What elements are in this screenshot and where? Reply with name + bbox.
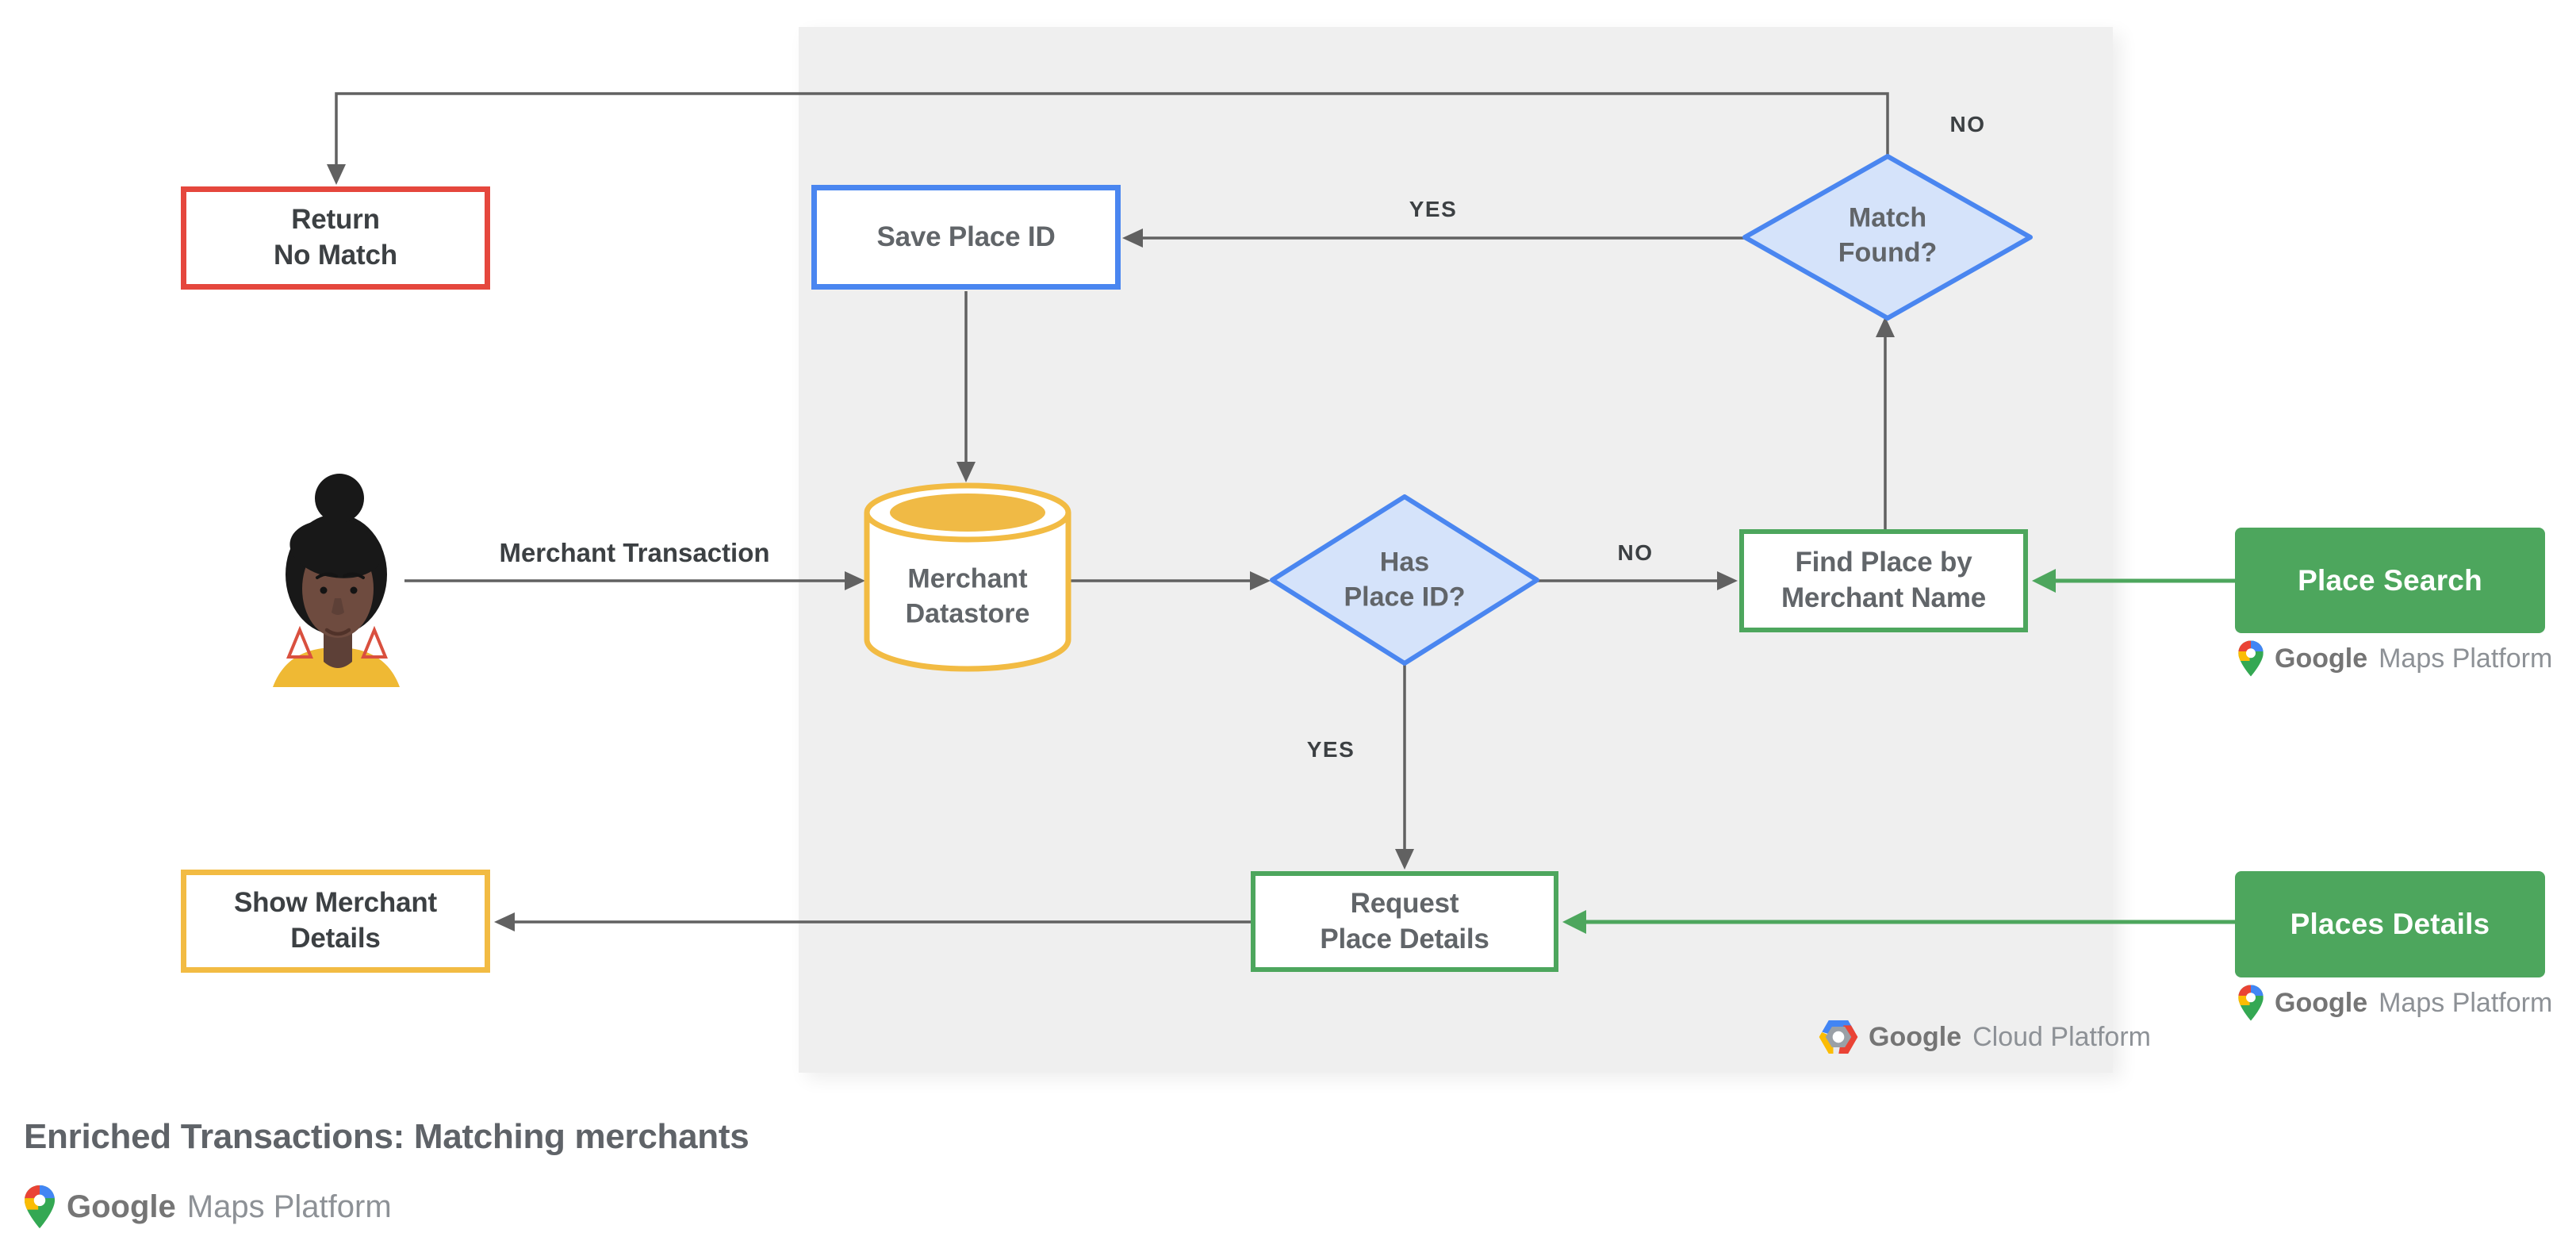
maps-pin-icon — [2238, 985, 2264, 1021]
avatar-hair-bun — [315, 474, 364, 523]
gmp-product-text: Maps Platform — [186, 1189, 392, 1224]
gcp-brand-text: Google — [1869, 1021, 1962, 1052]
edge-label-yes-mid: YES — [1306, 737, 1355, 762]
gcp-lockup: Google Cloud Platform — [1818, 1019, 2151, 1055]
node-save-place-id-label: Save Place ID — [876, 221, 1056, 252]
node-return-no-match: Return No Match — [181, 186, 490, 290]
gmp-product-text: Maps Platform — [2379, 987, 2553, 1018]
node-save-place-id: Save Place ID — [811, 185, 1121, 290]
cloud-platform-hexagon-icon — [1819, 1020, 1858, 1054]
node-match-found-label: Match Found? — [1838, 202, 1938, 267]
node-place-search: Place Search — [2235, 528, 2545, 633]
gmp-brand-text: Google — [2275, 643, 2368, 674]
avatar-eye-right — [350, 586, 358, 594]
avatar-earring-right — [361, 625, 388, 659]
avatar-mouth — [324, 628, 351, 636]
avatar-eye-left — [320, 586, 328, 594]
maps-pin-icon — [24, 1185, 56, 1229]
avatar-eyebrows — [316, 572, 365, 579]
gmp-lockup-places-details: Google Maps Platform — [2237, 984, 2552, 1022]
node-place-search-label: Place Search — [2298, 563, 2482, 597]
node-find-place-label: Find Place by Merchant Name — [1781, 547, 1987, 613]
gmp-brand-text: Google — [2275, 987, 2368, 1018]
edge-label-merchant-transaction: Merchant Transaction — [499, 538, 770, 567]
node-show-merchant-details: Show Merchant Details — [181, 870, 490, 973]
node-show-merchant-details-label: Show Merchant Details — [233, 887, 438, 954]
node-merchant-datastore-label: Merchant Datastore — [905, 563, 1030, 628]
edge-label-no-mid: NO — [1617, 540, 1654, 565]
node-return-no-match-label: Return No Match — [274, 204, 397, 271]
gmp-lockup-footer: Google Maps Platform — [22, 1184, 392, 1230]
avatar-nose — [332, 598, 344, 615]
gmp-lockup-place-search: Google Maps Platform — [2237, 639, 2552, 678]
maps-pin-icon — [2238, 640, 2264, 677]
diagram-title: Enriched Transactions: Matching merchant… — [24, 1117, 749, 1156]
node-has-place-id-label: Has Place ID? — [1344, 547, 1466, 612]
node-places-details: Places Details — [2235, 871, 2545, 977]
avatar-earring-left — [286, 625, 313, 659]
edge-label-no-top: NO — [1949, 112, 1986, 136]
node-find-place-by-merchant-name: Find Place by Merchant Name — [1739, 529, 2028, 632]
node-request-place-details-label: Request Place Details — [1320, 887, 1489, 954]
gmp-brand-text: Google — [67, 1189, 176, 1224]
node-request-place-details: Request Place Details — [1251, 871, 1558, 972]
gcp-product-text: Cloud Platform — [1972, 1021, 2151, 1052]
edge-label-yes-top: YES — [1409, 197, 1458, 221]
node-places-details-label: Places Details — [2290, 908, 2490, 941]
arrowhead-showmerchant — [494, 912, 515, 931]
merchant-customer-avatar — [273, 474, 400, 687]
gmp-product-text: Maps Platform — [2379, 643, 2553, 674]
arrowhead-return — [327, 164, 346, 185]
avatar-hair-fringe — [289, 520, 383, 578]
